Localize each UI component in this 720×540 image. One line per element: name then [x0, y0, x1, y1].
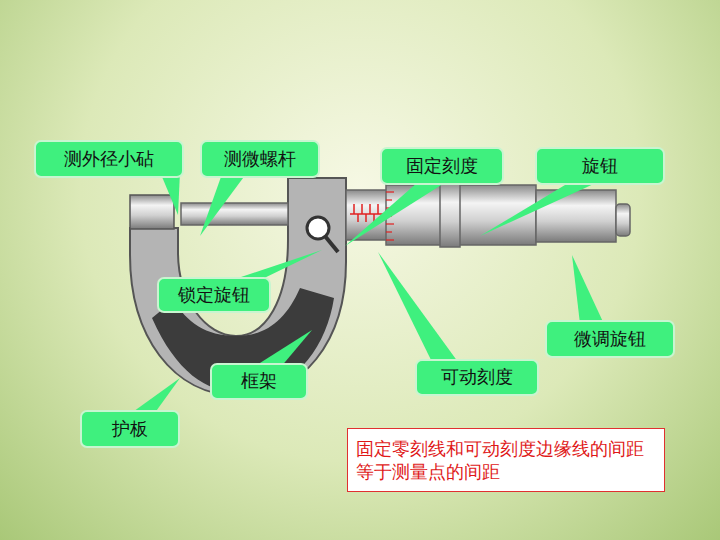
callout-box: 框架	[210, 363, 308, 400]
part-label: 测微螺杆	[224, 147, 296, 170]
part-label: 护板	[112, 417, 148, 440]
callout-box: 旋钮	[535, 147, 665, 185]
part-label: 固定零刻线和可动刻度边缘线的间距等于测量点的间距	[356, 437, 656, 484]
part-label: 微调旋钮	[574, 327, 646, 350]
lock-knob	[307, 217, 329, 239]
pointer-wedges	[130, 172, 604, 414]
callout-box: 微调旋钮	[545, 320, 675, 358]
ratchet	[616, 204, 630, 236]
part-label: 框架	[241, 369, 277, 392]
part-label: 旋钮	[582, 154, 618, 177]
part-label: 固定刻度	[406, 154, 478, 177]
callout-box: 测微螺杆	[200, 140, 320, 178]
note-box: 固定零刻线和可动刻度边缘线的间距等于测量点的间距	[347, 428, 665, 492]
callout-box: 护板	[80, 410, 180, 448]
part-label: 测外径小砧	[64, 147, 154, 170]
callout-box: 可动刻度	[415, 359, 539, 396]
callout-box: 锁定旋钮	[157, 277, 271, 313]
part-label: 锁定旋钮	[178, 283, 250, 306]
spindle	[181, 203, 288, 225]
callout-box: 固定刻度	[380, 147, 504, 185]
callout-box: 测外径小砧	[34, 140, 184, 178]
part-label: 可动刻度	[441, 365, 513, 388]
anvil	[130, 195, 174, 229]
thimble-collar	[440, 183, 460, 247]
